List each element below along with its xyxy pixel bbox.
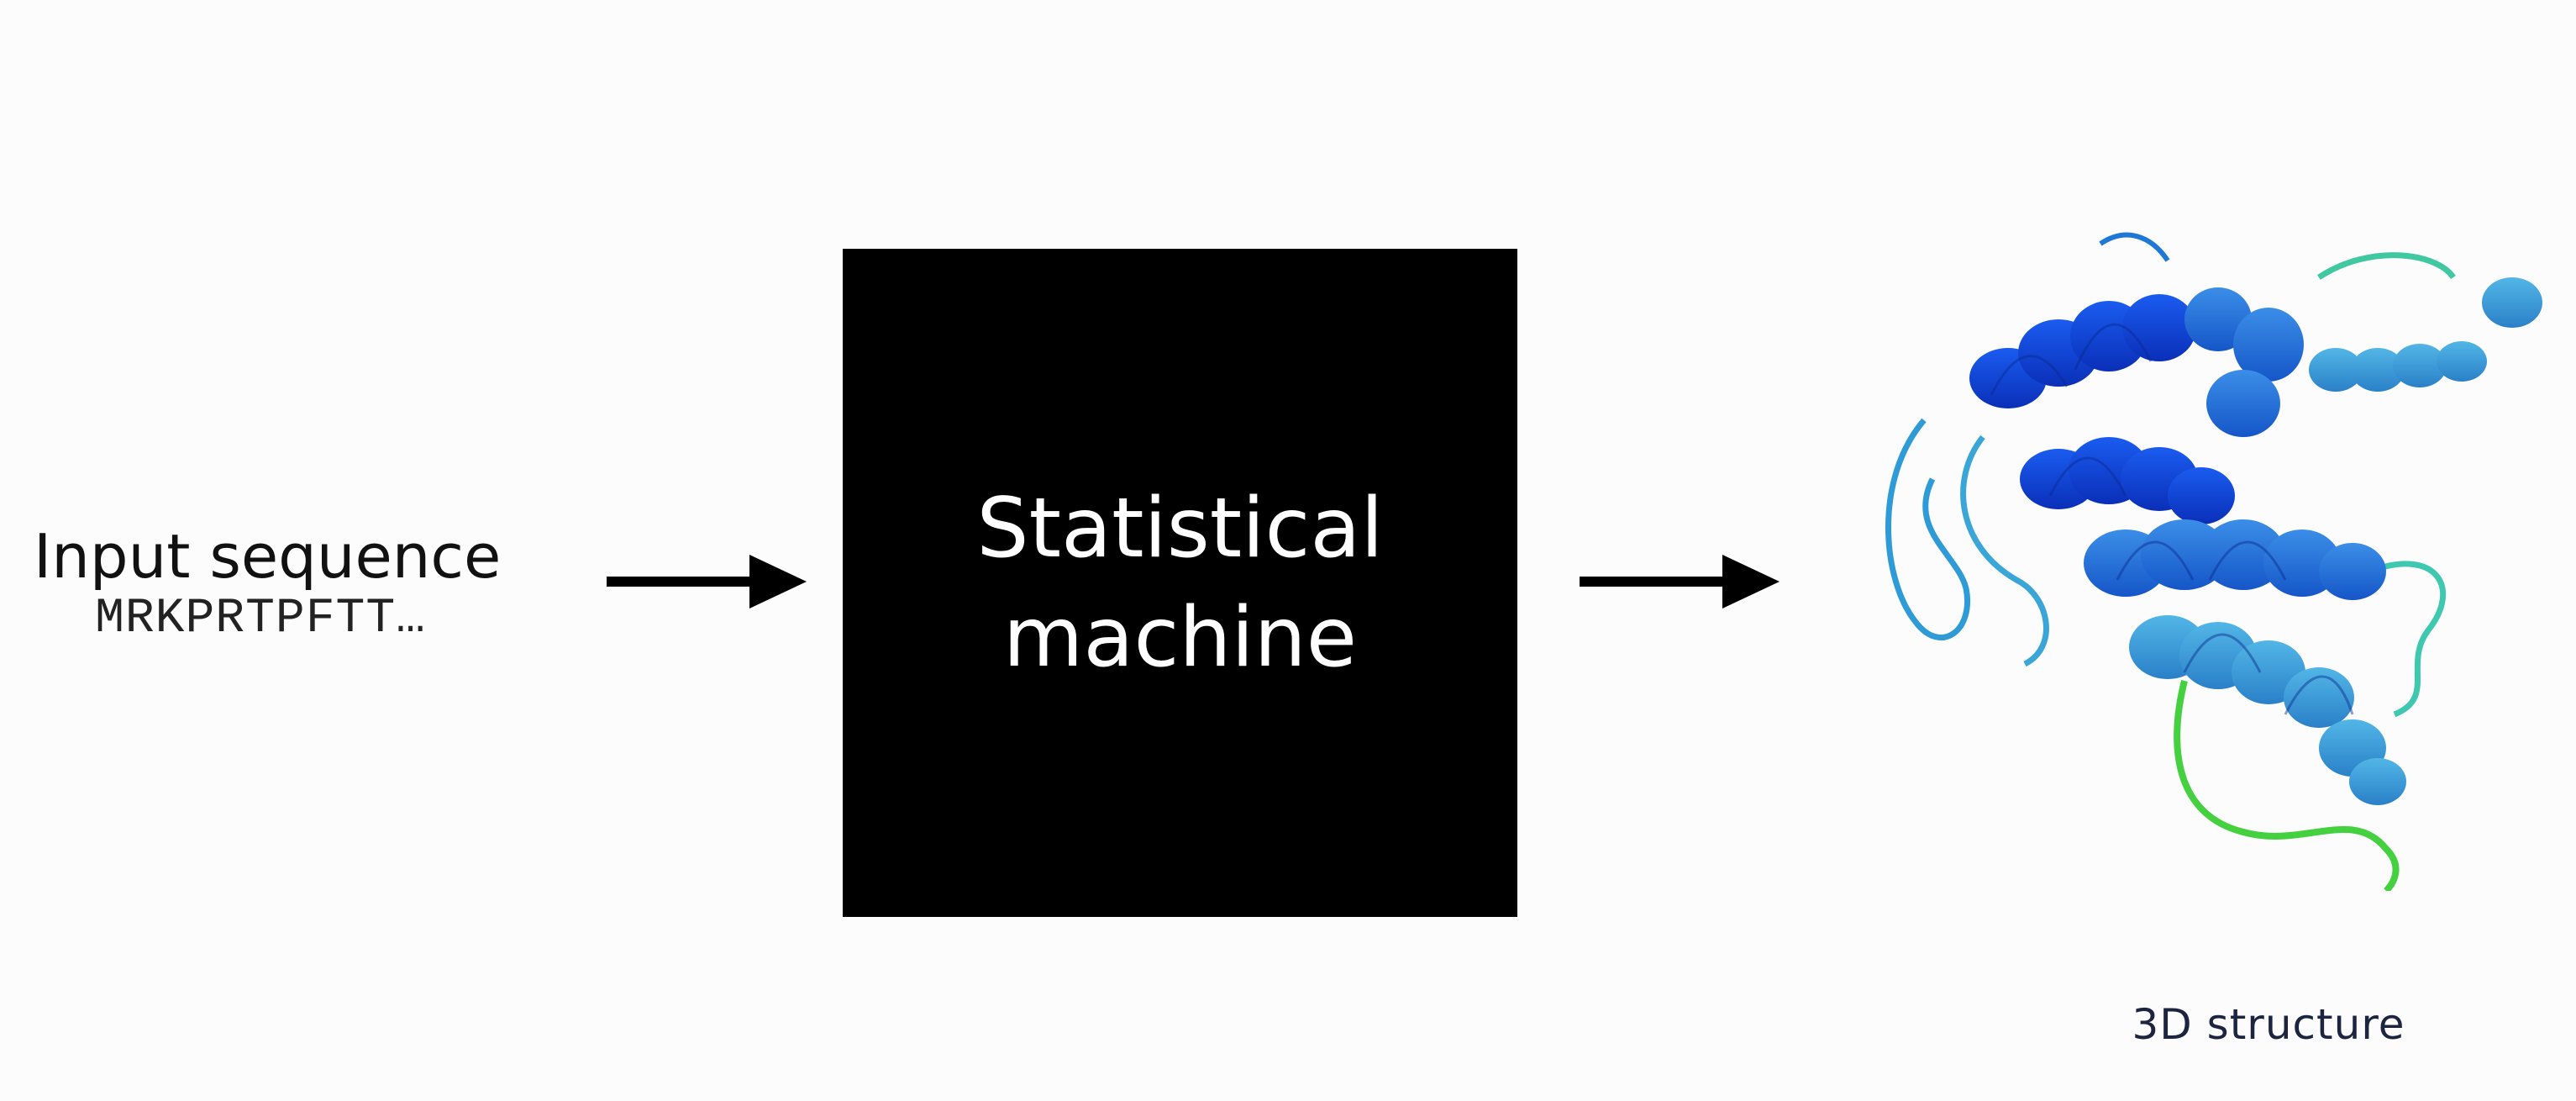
input-sequence: MRKPRTPFTT… <box>95 592 426 646</box>
arrow-right-icon <box>1580 555 1780 608</box>
input-title: Input sequence <box>34 521 502 592</box>
input-sequence-block: Input sequence MRKPRTPFTT… <box>34 521 502 647</box>
protein-ribbon-icon <box>1848 227 2563 893</box>
machine-label-line1: Statistical <box>976 480 1384 577</box>
statistical-machine-box: Statistical machine <box>843 249 1517 917</box>
machine-label-line2: machine <box>1002 589 1358 686</box>
arrow-right-icon <box>607 555 807 608</box>
structure-caption: 3D structure <box>2132 1000 2405 1049</box>
machine-label: Statistical machine <box>976 474 1383 693</box>
